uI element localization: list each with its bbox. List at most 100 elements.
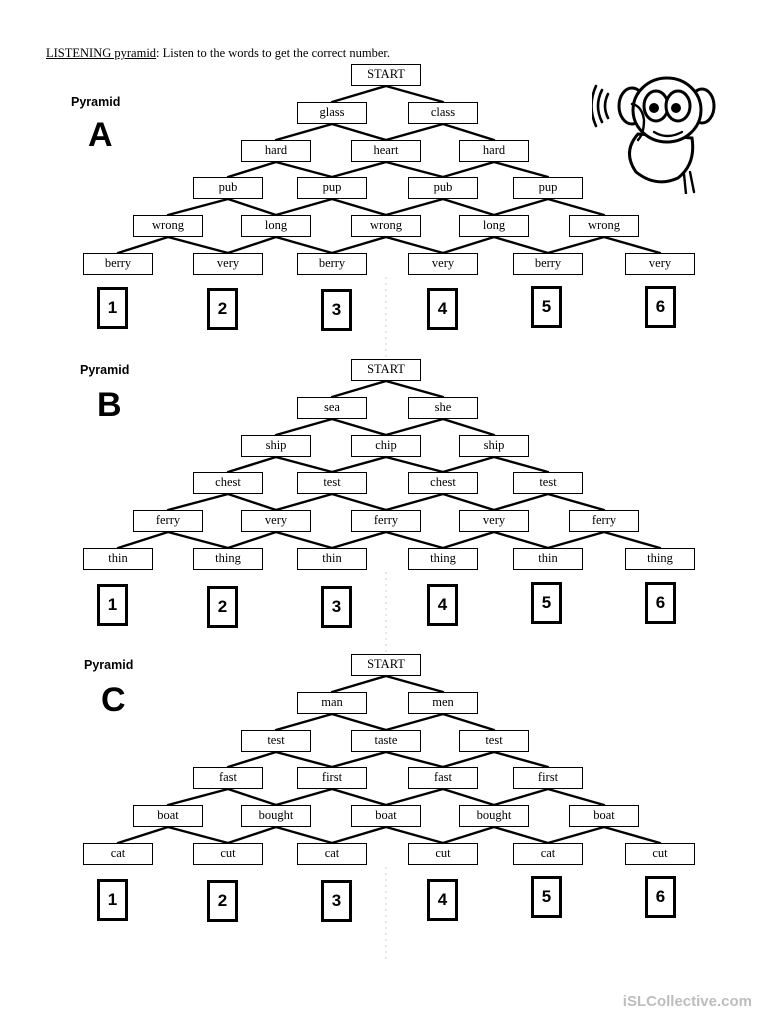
connector-line	[602, 235, 662, 255]
word-node: thin	[297, 548, 367, 570]
answer-box-4: 4	[427, 288, 458, 330]
word-node: sea	[297, 397, 367, 419]
connector-line	[330, 455, 388, 474]
word-node: pup	[297, 177, 367, 199]
connector-line	[166, 197, 230, 217]
word-node: chest	[408, 472, 478, 494]
connector-line	[441, 160, 496, 179]
word-node: berry	[83, 253, 153, 275]
pyramid-label: Pyramid	[71, 95, 121, 109]
word-node: thing	[625, 548, 695, 570]
connector-line	[330, 530, 388, 550]
heading-instructions: : Listen to the words to get the correct…	[156, 46, 391, 60]
answer-box-2: 2	[207, 586, 238, 628]
connector-line	[441, 122, 496, 142]
pyramid-label: Pyramid	[84, 658, 134, 672]
word-node: thing	[408, 548, 478, 570]
connector-line	[330, 674, 388, 694]
connector-line	[166, 825, 230, 845]
connector-line	[274, 787, 334, 807]
word-node: glass	[297, 102, 367, 124]
connector-line	[274, 455, 334, 474]
connector-line	[226, 197, 278, 217]
answer-box-1: 1	[97, 584, 128, 626]
connector-line	[546, 825, 606, 845]
answer-box-1: 1	[97, 879, 128, 921]
word-node: boat	[351, 805, 421, 827]
connector-line	[441, 825, 496, 845]
connector-line	[116, 825, 170, 845]
word-node: bought	[459, 805, 529, 827]
connector-line	[384, 492, 445, 512]
connector-line	[492, 787, 550, 807]
connector-line	[546, 197, 606, 217]
word-node: pub	[408, 177, 478, 199]
start-node: START	[351, 64, 421, 86]
connector-line	[384, 160, 445, 179]
connector-line	[166, 530, 230, 550]
connector-line	[274, 160, 334, 179]
word-node: first	[297, 767, 367, 789]
connector-line	[492, 455, 550, 474]
word-node: pub	[193, 177, 263, 199]
connector-line	[441, 417, 496, 437]
connector-line	[441, 455, 496, 474]
word-node: very	[408, 253, 478, 275]
connector-line	[492, 160, 550, 179]
word-node: berry	[513, 253, 583, 275]
connector-line	[274, 530, 334, 550]
connector-line	[492, 197, 550, 217]
word-node: wrong	[569, 215, 639, 237]
word-node: ship	[241, 435, 311, 457]
connector-line	[330, 122, 388, 142]
worksheet-heading: LISTENING pyramid: Listen to the words t…	[46, 46, 390, 61]
word-node: heart	[351, 140, 421, 162]
pyramid-letter: A	[88, 116, 113, 154]
start-node: START	[351, 359, 421, 381]
word-node: cut	[625, 843, 695, 865]
connector-line	[492, 825, 550, 845]
word-node: cut	[193, 843, 263, 865]
connector-line	[330, 787, 388, 807]
connector-line	[226, 530, 278, 550]
connector-line	[384, 530, 445, 550]
connector-line	[330, 84, 388, 104]
word-node: long	[459, 215, 529, 237]
word-node: very	[241, 510, 311, 532]
connector-line	[441, 235, 496, 255]
word-node: test	[459, 730, 529, 752]
connector-line	[226, 825, 278, 845]
pyramid-letter: C	[101, 681, 126, 719]
connector-line	[546, 492, 606, 512]
word-node: very	[193, 253, 263, 275]
answer-box-5: 5	[531, 286, 562, 328]
answer-box-6: 6	[645, 582, 676, 624]
answer-box-2: 2	[207, 880, 238, 922]
answer-box-1: 1	[97, 287, 128, 329]
answer-box-4: 4	[427, 584, 458, 626]
connector-line	[546, 530, 606, 550]
connector-line	[441, 492, 496, 512]
word-node: first	[513, 767, 583, 789]
connector-line	[226, 787, 278, 807]
connector-line	[384, 750, 445, 769]
connector-line	[330, 712, 388, 732]
word-node: wrong	[351, 215, 421, 237]
connector-line	[492, 235, 550, 255]
word-node: long	[241, 215, 311, 237]
word-node: ferry	[133, 510, 203, 532]
connector-line	[330, 492, 388, 512]
connector-line	[384, 417, 445, 437]
connector-line	[330, 197, 388, 217]
connector-line	[274, 712, 334, 732]
word-node: ferry	[351, 510, 421, 532]
answer-box-5: 5	[531, 582, 562, 624]
word-node: thin	[83, 548, 153, 570]
connector-line	[441, 530, 496, 550]
connector-line	[492, 492, 550, 512]
connector-line	[226, 160, 278, 179]
pyramid-letter: B	[97, 386, 122, 424]
word-node: hard	[241, 140, 311, 162]
connector-line	[274, 825, 334, 845]
